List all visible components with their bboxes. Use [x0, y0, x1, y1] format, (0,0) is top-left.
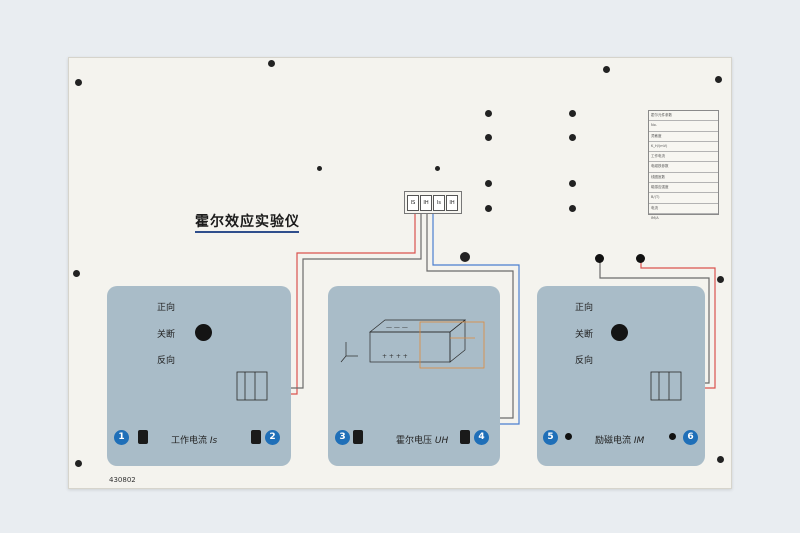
terminal-jack-6[interactable] — [669, 433, 676, 440]
spec-row: B/(T) — [649, 193, 718, 204]
mounting-hole — [73, 270, 80, 277]
panel-hole — [569, 134, 576, 141]
working-current-module: 正向 关断 反向 1 工作电流 Is 2 — [107, 286, 291, 466]
spec-row: 电流 — [649, 204, 718, 214]
spec-row: 霍尔元件参数 — [649, 111, 718, 122]
terminal-jack-5[interactable] — [565, 433, 572, 440]
excitation-current-module: 正向 关断 反向 5 励磁电流 IM 6 — [537, 286, 705, 466]
hall-voltage-label: 霍尔电压 UH — [396, 436, 449, 446]
working-current-label: 工作电流 Is — [171, 436, 218, 446]
mounting-hole — [75, 460, 82, 467]
spec-row: 电磁铁参数 — [649, 162, 718, 173]
spec-row: 灵敏度 — [649, 132, 718, 142]
direction-switch[interactable] — [195, 324, 212, 341]
terminal-number-5: 5 — [543, 430, 558, 445]
hall-element-diagram: — — — + + + + — [340, 319, 485, 369]
panel-hole — [569, 180, 576, 187]
connector-pin: IS — [407, 195, 419, 211]
panel-hole — [485, 110, 492, 117]
serial-number: 430802 — [109, 476, 136, 484]
mounting-hole — [717, 456, 724, 463]
spec-table: 霍尔元件参数 No. 灵敏度 K_H/(mV) 工作电流 电磁铁参数 线圈匝数 … — [648, 110, 719, 220]
title-underline — [195, 231, 299, 233]
terminal-jack-1[interactable] — [138, 430, 148, 444]
spec-row: 线圈匝数 — [649, 173, 718, 184]
terminal-number-6: 6 — [683, 430, 698, 445]
forward-label: 正向 — [157, 303, 176, 313]
terminal-number-2: 2 — [265, 430, 280, 445]
spec-row: IM/A — [651, 215, 659, 220]
panel-hole — [485, 205, 492, 212]
mounting-hole — [717, 276, 724, 283]
svg-text:— — —: — — — — [386, 324, 408, 331]
panel-hole — [460, 252, 470, 262]
connector-pin: Is — [433, 195, 445, 211]
connector-pin: IH — [446, 195, 458, 211]
terminal-jack-3[interactable] — [353, 430, 363, 444]
panel-hole — [435, 166, 440, 171]
switch-symbol — [236, 371, 268, 401]
forward-label: 正向 — [575, 303, 594, 313]
spec-row: 磁感应强度 — [649, 183, 718, 194]
instrument-panel: 霍尔效应实验仪 霍尔元件参数 No. 灵敏度 K_H/(mV) 工作电流 电磁铁… — [68, 57, 732, 489]
reverse-label: 反向 — [575, 356, 594, 366]
hall-element-connector: IS IH Is IH — [404, 191, 462, 214]
svg-text:+ + + +: + + + + — [382, 353, 408, 360]
wire-gray — [267, 212, 422, 389]
mounting-hole — [603, 66, 610, 73]
mounting-hole — [715, 76, 722, 83]
switch-symbol — [650, 371, 682, 401]
direction-switch[interactable] — [611, 324, 628, 341]
terminal-number-4: 4 — [474, 430, 489, 445]
mounting-hole — [268, 60, 275, 67]
device-title: 霍尔效应实验仪 — [195, 214, 300, 230]
terminal-number-3: 3 — [335, 430, 350, 445]
spec-row: K_H/(mV) — [649, 142, 718, 153]
spec-row: 工作电流 — [649, 152, 718, 163]
coil-terminal[interactable] — [595, 254, 604, 263]
panel-hole — [317, 166, 322, 171]
mounting-hole — [75, 79, 82, 86]
hall-voltage-module: — — — + + + + 3 霍尔电压 UH 4 — [328, 286, 500, 466]
connector-pin: IH — [420, 195, 432, 211]
reverse-label: 反向 — [157, 356, 176, 366]
excitation-current-label: 励磁电流 IM — [595, 436, 645, 446]
off-label: 关断 — [157, 330, 176, 340]
panel-hole — [485, 134, 492, 141]
terminal-jack-4[interactable] — [460, 430, 470, 444]
panel-hole — [569, 110, 576, 117]
terminal-jack-2[interactable] — [251, 430, 261, 444]
panel-hole — [569, 205, 576, 212]
panel-hole — [485, 180, 492, 187]
terminal-number-1: 1 — [114, 430, 129, 445]
spec-row: No. — [649, 121, 718, 132]
coil-terminal[interactable] — [636, 254, 645, 263]
off-label: 关断 — [575, 330, 594, 340]
